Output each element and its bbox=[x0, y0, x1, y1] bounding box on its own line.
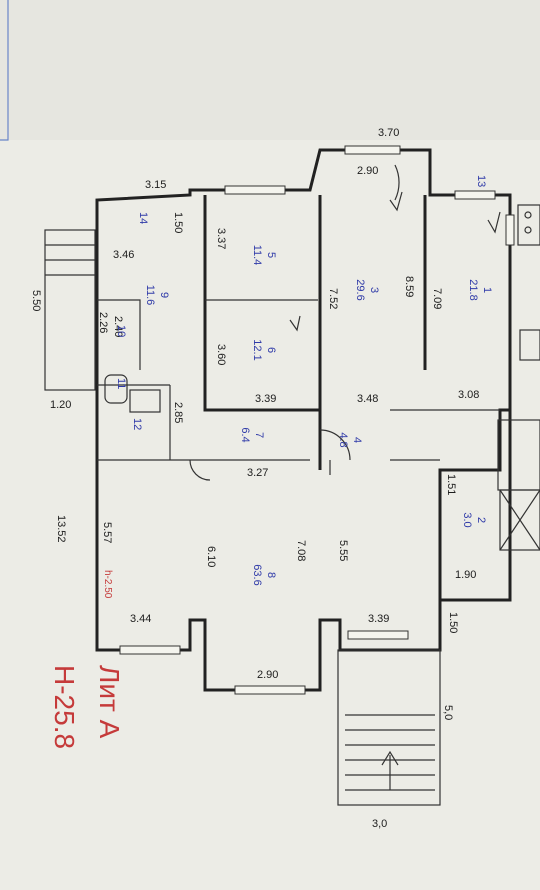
dim-308: 3.08 bbox=[458, 389, 479, 401]
svg-text:4: 4 bbox=[351, 437, 363, 443]
dim-557: 5.57 bbox=[101, 522, 113, 543]
dimension-labels: 3.70 2.90 3.15 1.50 3.46 3.37 5.50 2.26 … bbox=[30, 127, 479, 830]
dim-285: 2.85 bbox=[172, 402, 184, 423]
room-13: 13 bbox=[475, 175, 487, 187]
window bbox=[119, 645, 181, 655]
room-12: 12 bbox=[131, 418, 143, 430]
dim-337: 3.37 bbox=[215, 228, 227, 249]
room-7: 7 6.4 bbox=[239, 427, 265, 442]
height-note: h-2.50 bbox=[102, 570, 113, 599]
bathroom-fixtures bbox=[104, 374, 161, 413]
window bbox=[234, 685, 306, 695]
dim-709: 7.09 bbox=[431, 288, 443, 309]
dim-150-bottom: 1.50 bbox=[447, 612, 459, 633]
dim-top-370: 3.70 bbox=[378, 127, 399, 139]
dim-290-top: 2.90 bbox=[357, 165, 378, 177]
svg-text:8: 8 bbox=[265, 572, 277, 578]
svg-text:21.8: 21.8 bbox=[467, 279, 479, 300]
dim-344: 3.44 bbox=[130, 613, 151, 625]
interior-walls bbox=[97, 195, 500, 475]
svg-text:6.4: 6.4 bbox=[239, 427, 251, 442]
dim-120: 1.20 bbox=[50, 399, 71, 411]
svg-text:3: 3 bbox=[368, 287, 380, 293]
toilet-icon bbox=[104, 374, 128, 404]
blue-margin-line bbox=[0, 0, 9, 141]
dim-190: 1.90 bbox=[455, 569, 476, 581]
room-4: 4 4.8 bbox=[337, 432, 363, 447]
svg-text:29.6: 29.6 bbox=[354, 279, 366, 300]
dim-150-top: 1.50 bbox=[172, 212, 184, 233]
window bbox=[224, 185, 286, 195]
right-structures bbox=[497, 204, 540, 551]
dim-327: 3.27 bbox=[247, 467, 268, 479]
room-6: 6 12.1 bbox=[251, 339, 277, 360]
entrance-stairs bbox=[337, 649, 441, 806]
room-3: 3 29.6 bbox=[354, 279, 380, 300]
paper-shadow bbox=[0, 0, 540, 140]
room-9: 9 11.6 bbox=[144, 285, 170, 306]
room-5: 5 11.4 bbox=[251, 245, 277, 266]
dim-151: 1.51 bbox=[445, 474, 457, 495]
sink-icon bbox=[129, 389, 161, 413]
svg-text:1: 1 bbox=[481, 287, 493, 293]
dim-708: 7.08 bbox=[295, 540, 307, 561]
svg-text:63.6: 63.6 bbox=[251, 564, 263, 585]
dim-555: 5.55 bbox=[337, 540, 349, 561]
dim-226: 2.26 bbox=[97, 312, 109, 333]
window bbox=[505, 214, 515, 246]
windows bbox=[119, 145, 515, 695]
dim-30: 3,0 bbox=[372, 818, 387, 830]
window bbox=[454, 190, 496, 200]
room-2: 2 3.0 bbox=[461, 512, 487, 527]
svg-text:11.4: 11.4 bbox=[251, 245, 263, 266]
svg-text:2: 2 bbox=[475, 517, 487, 523]
dim-1352: 13.52 bbox=[55, 515, 67, 543]
dim-348: 3.48 bbox=[357, 393, 378, 405]
svg-text:5: 5 bbox=[265, 252, 277, 258]
dim-360: 3.60 bbox=[215, 344, 227, 365]
door-swings bbox=[189, 164, 400, 481]
room-14: 14 bbox=[137, 212, 149, 224]
lit-title: Лит А bbox=[94, 665, 125, 739]
dim-339-mid: 3.39 bbox=[255, 393, 276, 405]
svg-text:4.8: 4.8 bbox=[337, 432, 349, 447]
dim-240: 2.40 bbox=[112, 316, 124, 337]
room-1: 1 21.8 bbox=[467, 279, 493, 300]
dim-610: 6.10 bbox=[205, 546, 217, 567]
svg-text:11.6: 11.6 bbox=[144, 285, 156, 306]
dim-290-bottom: 2.90 bbox=[257, 669, 278, 681]
room-10: 10 bbox=[115, 325, 127, 337]
svg-text:9: 9 bbox=[158, 292, 170, 298]
room-11: 11 bbox=[115, 378, 127, 389]
dim-50: 5,0 bbox=[442, 705, 454, 720]
dim-339-bottom: 3.39 bbox=[368, 613, 389, 625]
dim-550: 5.50 bbox=[30, 290, 42, 311]
room-8: 8 63.6 bbox=[251, 564, 277, 585]
svg-text:6: 6 bbox=[265, 347, 277, 353]
check-marks bbox=[289, 191, 501, 332]
dim-752: 7.52 bbox=[327, 288, 339, 309]
dim-859: 8.59 bbox=[403, 276, 415, 297]
svg-text:12.1: 12.1 bbox=[251, 339, 263, 360]
left-stairs bbox=[44, 229, 96, 391]
svg-text:3.0: 3.0 bbox=[461, 512, 473, 527]
room-labels: 1 21.8 2 3.0 3 29.6 4 4.8 5 11.4 6 12.1 … bbox=[115, 175, 493, 586]
svg-text:7: 7 bbox=[253, 432, 265, 438]
lit-height: Н-25.8 bbox=[49, 665, 80, 749]
dim-346: 3.46 bbox=[113, 249, 134, 261]
window bbox=[344, 145, 401, 155]
dim-315: 3.15 bbox=[145, 179, 166, 191]
window bbox=[347, 630, 409, 640]
